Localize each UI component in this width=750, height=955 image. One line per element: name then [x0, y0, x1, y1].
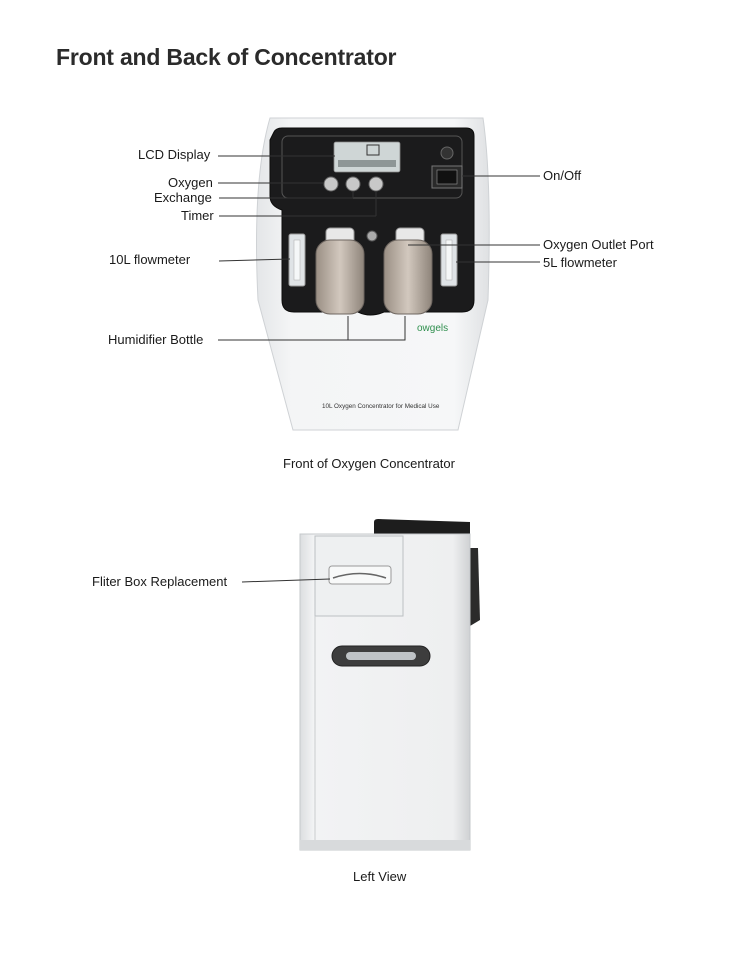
front-leader-lines: [218, 155, 540, 341]
caption-left-view: Left View: [353, 869, 407, 884]
label-humidifier-bottle: Humidifier Bottle: [108, 332, 204, 347]
label-10l-flowmeter: 10L flowmeter: [109, 252, 191, 267]
front-device-image: owgels 10L Oxygen Concentrator for Medic…: [256, 117, 490, 431]
label-5l-flowmeter: 5L flowmeter: [543, 255, 617, 270]
label-oxygen: Oxygen: [168, 175, 213, 190]
model-label: 10L Oxygen Concentrator for Medical Use: [322, 403, 440, 410]
page-title: Front and Back of Concentrator: [56, 44, 397, 70]
brand-logo: owgels: [417, 323, 448, 334]
label-exchange: Exchange: [154, 190, 212, 205]
label-on-off: On/Off: [543, 168, 582, 183]
side-device-image: [299, 519, 480, 851]
side-leader-lines: [241, 578, 331, 583]
caption-front: Front of Oxygen Concentrator: [283, 456, 455, 471]
label-lcd-display: LCD Display: [138, 147, 211, 162]
label-oxygen-outlet-port: Oxygen Outlet Port: [543, 237, 654, 252]
label-filter-box-replacement: Fliter Box Replacement: [92, 574, 228, 589]
label-timer: Timer: [181, 208, 214, 223]
